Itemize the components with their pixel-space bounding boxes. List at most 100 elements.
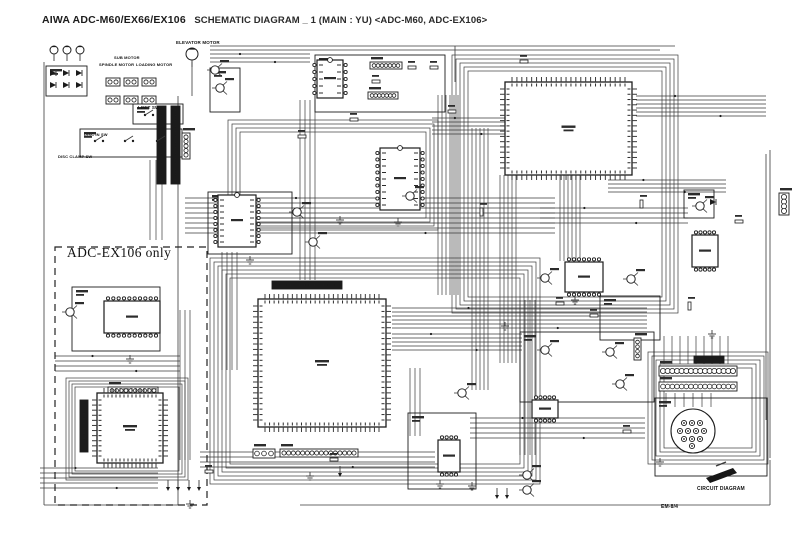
label-smudge	[84, 136, 92, 138]
resistor-symbol	[407, 65, 417, 70]
connector-pin	[286, 450, 292, 456]
connector-pin	[337, 450, 343, 456]
pin-label	[119, 394, 121, 398]
motor-symbol	[75, 45, 85, 55]
pin-label	[627, 88, 631, 90]
connector-pin	[692, 383, 699, 390]
ic-label-smudge	[324, 77, 336, 80]
pin-label	[595, 170, 597, 174]
ic-pin	[256, 239, 261, 245]
subcircuit-box	[209, 67, 241, 113]
connector-pin	[289, 284, 292, 286]
routing-nest	[467, 70, 663, 298]
resistor-symbol	[329, 457, 339, 462]
pin-label	[627, 93, 631, 95]
connector-pin	[281, 450, 287, 456]
pin-label	[590, 83, 592, 87]
transistor-lead	[299, 205, 305, 210]
label-smudge	[369, 87, 381, 90]
connector-pin	[284, 284, 287, 286]
connector-pin	[304, 450, 310, 456]
title-descriptor: SCHEMATIC DIAGRAM _ 1 (MAIN : YU) <ADC-M…	[194, 15, 488, 26]
label-smudge	[281, 444, 293, 447]
pin-label	[565, 170, 567, 174]
ic-label-smudge	[539, 407, 551, 410]
pin-label	[381, 316, 385, 318]
connector	[123, 95, 139, 105]
pin-label	[98, 440, 102, 442]
mech-terminal-dot	[687, 430, 689, 432]
pin-label	[269, 300, 271, 304]
ic-pin	[551, 418, 557, 423]
pin-label	[323, 422, 325, 426]
ic-pin	[132, 296, 137, 301]
pin-label	[158, 419, 162, 421]
pin-label	[381, 419, 385, 421]
pin-label	[305, 422, 307, 426]
ic-pin	[711, 230, 717, 235]
connector-pin	[279, 284, 282, 286]
arrow-pin-tip	[187, 487, 191, 491]
connector-pin	[160, 179, 163, 181]
pin-label	[614, 83, 616, 87]
junction-dot	[351, 465, 354, 469]
pin-label	[98, 455, 102, 457]
pin-label	[619, 83, 621, 87]
ic-pin	[581, 292, 587, 297]
pin-label	[310, 300, 312, 304]
routing-nest	[235, 127, 431, 223]
routing-nest	[71, 383, 183, 475]
pin-label	[139, 394, 141, 398]
label-smudge	[298, 130, 305, 132]
ic-pin	[256, 203, 261, 209]
transistor-lead	[547, 271, 553, 276]
ic-pin	[596, 292, 602, 297]
transistor-lead	[217, 63, 223, 68]
mech-terminal-dot	[683, 438, 685, 440]
ic-qfp	[96, 392, 164, 464]
ic-pin	[444, 435, 449, 440]
pin-label	[595, 83, 597, 87]
connector-pin	[183, 148, 189, 153]
pin-label	[627, 162, 631, 164]
pin-label	[328, 300, 330, 304]
connector-pin	[174, 135, 177, 138]
connector-pin	[669, 383, 676, 390]
arrow-pin-tip	[338, 473, 342, 477]
pin-label	[381, 386, 385, 388]
pin-label	[604, 83, 606, 87]
resistor-symbol	[371, 79, 381, 84]
arrow-pin-tip	[197, 487, 201, 491]
pin-label	[585, 170, 587, 174]
routing-nest	[459, 62, 671, 306]
pin-label	[158, 445, 162, 447]
pin-label	[273, 300, 275, 304]
pin-label	[381, 343, 385, 345]
connector-pin	[300, 450, 306, 456]
connector-pin	[160, 119, 163, 122]
ic-pin	[312, 83, 317, 89]
ic-label-smudge	[561, 125, 576, 128]
pin-label	[604, 170, 606, 174]
pin-label	[555, 170, 557, 174]
pin-label	[381, 359, 385, 361]
pin-label	[220, 205, 224, 207]
label-smudge	[350, 113, 357, 115]
pin-label	[627, 109, 631, 111]
pin-label	[346, 300, 348, 304]
connector-pin	[635, 339, 640, 345]
label-smudge	[660, 377, 672, 380]
pin-label	[570, 170, 572, 174]
connector	[156, 105, 167, 185]
pin-label	[98, 404, 102, 406]
pin-label	[319, 300, 321, 304]
connector-pin	[83, 417, 85, 420]
pin-label	[378, 422, 380, 426]
pin-label	[619, 170, 621, 174]
ic-pin	[591, 257, 597, 262]
label-smudge	[532, 480, 541, 483]
pin-label	[319, 422, 321, 426]
resistor-symbol	[447, 109, 457, 114]
label-smudge	[688, 197, 696, 199]
arrow-pin-tip	[166, 487, 170, 491]
